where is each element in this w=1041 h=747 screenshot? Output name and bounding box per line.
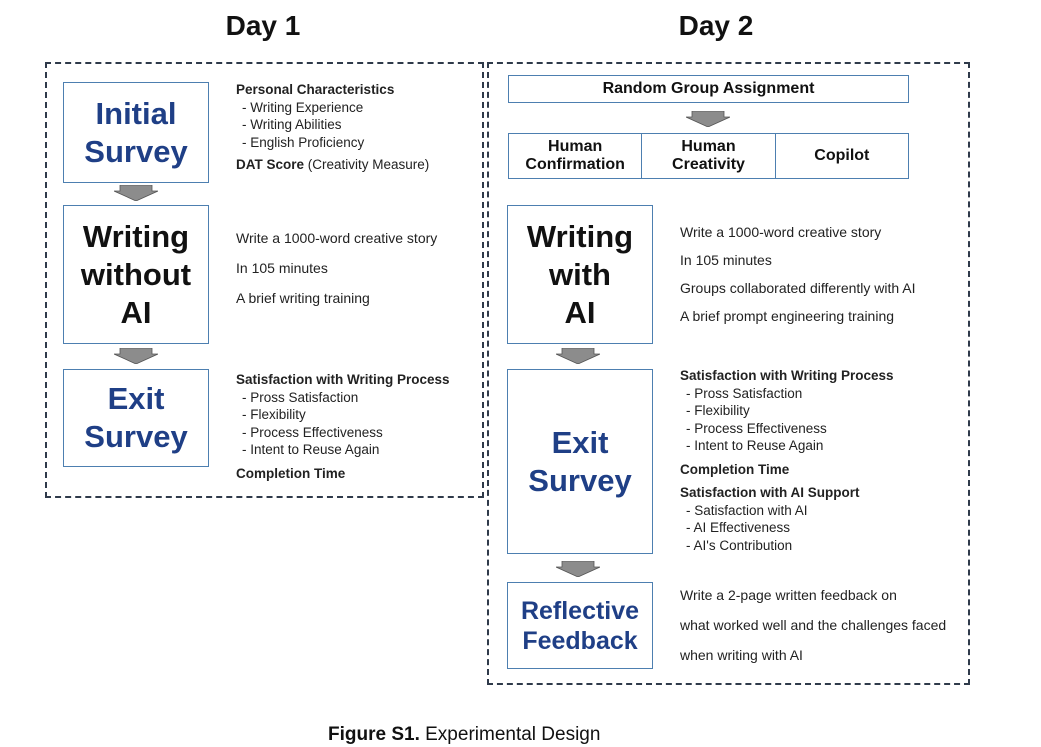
writing-box-line-1: Writing bbox=[526, 218, 634, 254]
dat-score-line: DAT Score (Creativity Measure) bbox=[236, 156, 429, 174]
writing-note: Groups collaborated differently with AI bbox=[680, 280, 916, 296]
figure-caption: Figure S1. Experimental Design bbox=[328, 724, 600, 746]
day1-exit-notes: Satisfaction with Writing Process - Pros… bbox=[236, 371, 450, 482]
reflective-feedback-box: Reflective Feedback bbox=[507, 582, 653, 669]
group-human-creativity: Human Creativity bbox=[641, 134, 774, 178]
writing-note: In 105 minutes bbox=[680, 252, 772, 268]
down-arrow-icon bbox=[556, 348, 600, 364]
personal-item: - Writing Experience bbox=[242, 99, 364, 115]
day2-exit-notes: Satisfaction with Writing Process - Pros… bbox=[680, 367, 894, 554]
writing-note: Write a 1000-word creative story bbox=[236, 230, 438, 246]
exit-item: - Pross Satisfaction bbox=[242, 389, 359, 405]
exit-item: - Intent to Reuse Again bbox=[242, 442, 380, 457]
exit-item: - Process Effectiveness bbox=[242, 424, 383, 440]
group-label-line: Copilot bbox=[814, 147, 870, 164]
writing-box-line-3: AI bbox=[120, 294, 152, 330]
ai-support-item: - AI's Contribution bbox=[686, 537, 793, 553]
writing-note: A brief writing training bbox=[236, 290, 370, 306]
reflective-note: when writing with AI bbox=[680, 647, 803, 663]
day2-title: Day 2 bbox=[678, 10, 754, 41]
ai-support-item: - Satisfaction with AI bbox=[686, 502, 808, 518]
exit-survey-box: Exit Survey bbox=[507, 369, 653, 554]
down-arrow-icon bbox=[556, 561, 600, 577]
ai-support-heading: Satisfaction with AI Support bbox=[680, 485, 860, 500]
down-arrow-icon bbox=[114, 185, 158, 201]
writing-note: Write a 1000-word creative story bbox=[680, 224, 882, 240]
writing-box-line-3: AI bbox=[564, 294, 596, 330]
writing-with-ai-box: Writing with AI bbox=[507, 205, 653, 344]
writing-box-line-2: without bbox=[80, 256, 192, 292]
group-row: Human Confirmation Human Creativity Copi… bbox=[508, 133, 909, 179]
dat-score-label: DAT Score bbox=[236, 157, 305, 172]
group-label-line: Human bbox=[548, 138, 603, 155]
initial-survey-line-1: Initial bbox=[95, 95, 177, 131]
initial-survey-line-2: Survey bbox=[84, 133, 188, 169]
reflective-note: what worked well and the challenges face… bbox=[680, 617, 947, 633]
exit-survey-line-2: Survey bbox=[84, 419, 188, 454]
random-group-assignment-box: Random Group Assignment bbox=[508, 75, 909, 103]
writing-without-ai-box: Writing without AI bbox=[63, 205, 209, 344]
exit-survey-line-1: Exit bbox=[107, 381, 165, 416]
completion-time: Completion Time bbox=[236, 465, 346, 481]
group-label-line: Creativity bbox=[672, 156, 745, 173]
day1-title: Day 1 bbox=[225, 10, 301, 41]
writing-note: A brief prompt engineering training bbox=[680, 308, 895, 324]
day2-region bbox=[487, 62, 970, 685]
personal-item: - Writing Abilities bbox=[242, 117, 342, 132]
writing-box-line-2: with bbox=[549, 256, 611, 292]
day1-region bbox=[45, 62, 484, 498]
exit-item: - Pross Satisfaction bbox=[686, 385, 803, 401]
writing-note: In 105 minutes bbox=[236, 260, 328, 276]
exit-survey-line-2: Survey bbox=[528, 462, 632, 498]
exit-survey-box: Exit Survey bbox=[63, 369, 209, 467]
exit-item: - Process Effectiveness bbox=[686, 420, 827, 436]
exit-item: - Flexibility bbox=[242, 407, 306, 422]
reflective-line-1: Reflective bbox=[520, 596, 640, 625]
reflective-line-2: Feedback bbox=[522, 626, 638, 655]
group-copilot: Copilot bbox=[774, 134, 908, 178]
personal-item: - English Proficiency bbox=[242, 134, 365, 150]
initial-survey-box: Initial Survey bbox=[63, 82, 209, 183]
personal-characteristics-notes: Personal Characteristics - Writing Exper… bbox=[236, 81, 429, 174]
figure-label: Figure S1. bbox=[328, 724, 420, 745]
exit-item: - Flexibility bbox=[686, 403, 750, 418]
exit-heading: Satisfaction with Writing Process bbox=[236, 372, 450, 387]
ai-support-item: - AI Effectiveness bbox=[686, 520, 791, 535]
exit-item: - Intent to Reuse Again bbox=[686, 438, 824, 453]
completion-time: Completion Time bbox=[680, 461, 790, 477]
group-label-line: Human bbox=[681, 138, 736, 155]
dat-score-desc: (Creativity Measure) bbox=[304, 157, 430, 172]
reflective-note: Write a 2-page written feedback on bbox=[680, 587, 897, 603]
exit-heading: Satisfaction with Writing Process bbox=[680, 368, 894, 383]
down-arrow-icon bbox=[114, 348, 158, 364]
down-arrow-icon bbox=[686, 111, 730, 127]
exit-survey-line-1: Exit bbox=[551, 424, 609, 460]
figure-title: Experimental Design bbox=[419, 724, 601, 745]
personal-heading: Personal Characteristics bbox=[236, 82, 395, 97]
writing-box-line-1: Writing bbox=[82, 218, 190, 254]
group-label-line: Confirmation bbox=[525, 156, 625, 173]
group-human-confirmation: Human Confirmation bbox=[509, 134, 641, 178]
